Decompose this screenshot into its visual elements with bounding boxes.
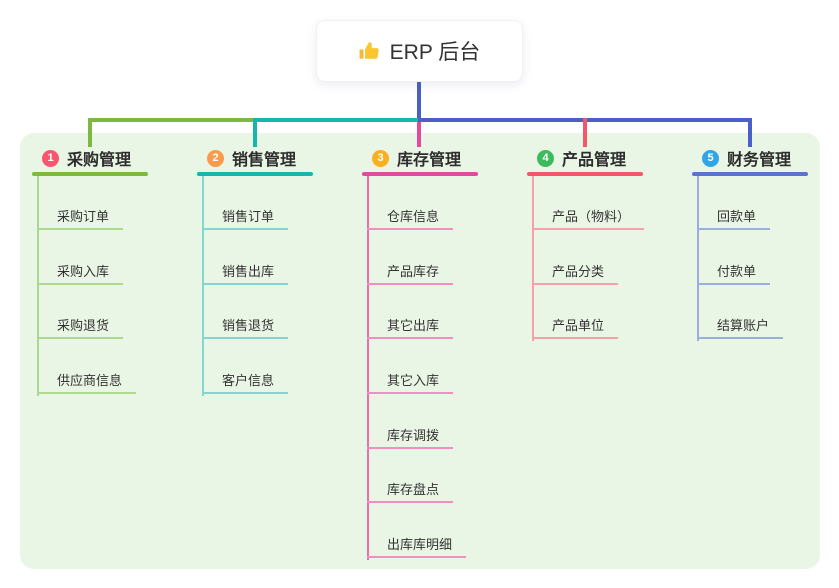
node-other-outbound[interactable]: 其它出库 (367, 309, 454, 339)
branch-3-header[interactable]: 3 库存管理 (362, 146, 478, 170)
branch-3-spine (367, 176, 369, 560)
bus-segment-teal (255, 118, 418, 122)
branch-4-underline (527, 172, 643, 176)
branches-background-panel (20, 133, 820, 569)
node-warehouse-info[interactable]: 仓库信息 (367, 200, 454, 230)
branch-3-underline (362, 172, 478, 176)
thumbs-up-icon (359, 40, 381, 62)
node-settlement-account[interactable]: 结算账户 (697, 309, 784, 339)
branch-3-number-badge: 3 (372, 149, 389, 167)
branch-3-label: 库存管理 (397, 152, 462, 169)
drop-branch-3 (417, 122, 421, 147)
node-product-stock[interactable]: 产品库存 (367, 255, 454, 285)
branch-2-label: 销售管理 (232, 152, 297, 169)
node-purchase-return[interactable]: 采购退货 (37, 309, 124, 339)
branch-5-number-badge: 5 (702, 149, 719, 167)
branch-3: 3 库存管理 仓库信息 产品库存 其它出库 其它入库 库存调拨 库存盘点 出库库… (362, 146, 478, 560)
node-payment-order[interactable]: 付款单 (697, 255, 771, 285)
node-stock-transfer[interactable]: 库存调拨 (367, 419, 454, 449)
node-purchase-order[interactable]: 采购订单 (37, 200, 124, 230)
node-stock-taking[interactable]: 库存盘点 (367, 473, 454, 503)
branch-4-label: 产品管理 (562, 152, 627, 169)
drop-branch-4 (583, 118, 587, 147)
branch-1-number-badge: 1 (42, 149, 59, 167)
drop-branch-2 (253, 118, 257, 147)
branch-2: 2 销售管理 销售订单 销售出库 销售退货 客户信息 (197, 146, 313, 396)
branch-2-spine (202, 176, 204, 396)
branch-1-underline (32, 172, 148, 176)
drop-branch-5 (748, 118, 752, 147)
branch-4-header[interactable]: 4 产品管理 (527, 146, 643, 170)
node-receipt-order[interactable]: 回款单 (697, 200, 771, 230)
branch-1-label: 采购管理 (67, 152, 132, 169)
node-other-inbound[interactable]: 其它入库 (367, 364, 454, 394)
branch-1-header[interactable]: 1 采购管理 (32, 146, 148, 170)
node-purchase-inbound[interactable]: 采购入库 (37, 255, 124, 285)
node-sales-return[interactable]: 销售退货 (202, 309, 289, 339)
root-connector-line (417, 82, 421, 122)
branch-1: 1 采购管理 采购订单 采购入库 采购退货 供应商信息 (32, 146, 148, 396)
branch-5-label: 财务管理 (727, 152, 792, 169)
node-sales-outbound[interactable]: 销售出库 (202, 255, 289, 285)
branch-5-spine (697, 176, 699, 341)
branch-5-underline (692, 172, 808, 176)
branch-2-header[interactable]: 2 销售管理 (197, 146, 313, 170)
node-product-category[interactable]: 产品分类 (532, 255, 619, 285)
branch-5: 5 财务管理 回款单 付款单 结算账户 (692, 146, 808, 341)
branch-2-number-badge: 2 (207, 149, 224, 167)
branch-4-spine (532, 176, 534, 341)
branch-5-header[interactable]: 5 财务管理 (692, 146, 808, 170)
node-outbound-detail[interactable]: 出库库明细 (367, 528, 467, 558)
node-sales-order[interactable]: 销售订单 (202, 200, 289, 230)
node-product-unit[interactable]: 产品单位 (532, 309, 619, 339)
root-node[interactable]: ERP 后台 (316, 20, 523, 82)
branch-4-number-badge: 4 (537, 149, 554, 167)
branch-2-underline (197, 172, 313, 176)
node-customer-info[interactable]: 客户信息 (202, 364, 289, 394)
drop-branch-1 (88, 118, 92, 147)
node-product-material[interactable]: 产品（物料） (532, 200, 645, 230)
bus-segment-green (88, 118, 255, 122)
node-supplier-info[interactable]: 供应商信息 (37, 364, 137, 394)
root-node-label: ERP 后台 (389, 41, 481, 64)
branch-4: 4 产品管理 产品（物料） 产品分类 产品单位 (527, 146, 645, 341)
branch-1-spine (37, 176, 39, 396)
